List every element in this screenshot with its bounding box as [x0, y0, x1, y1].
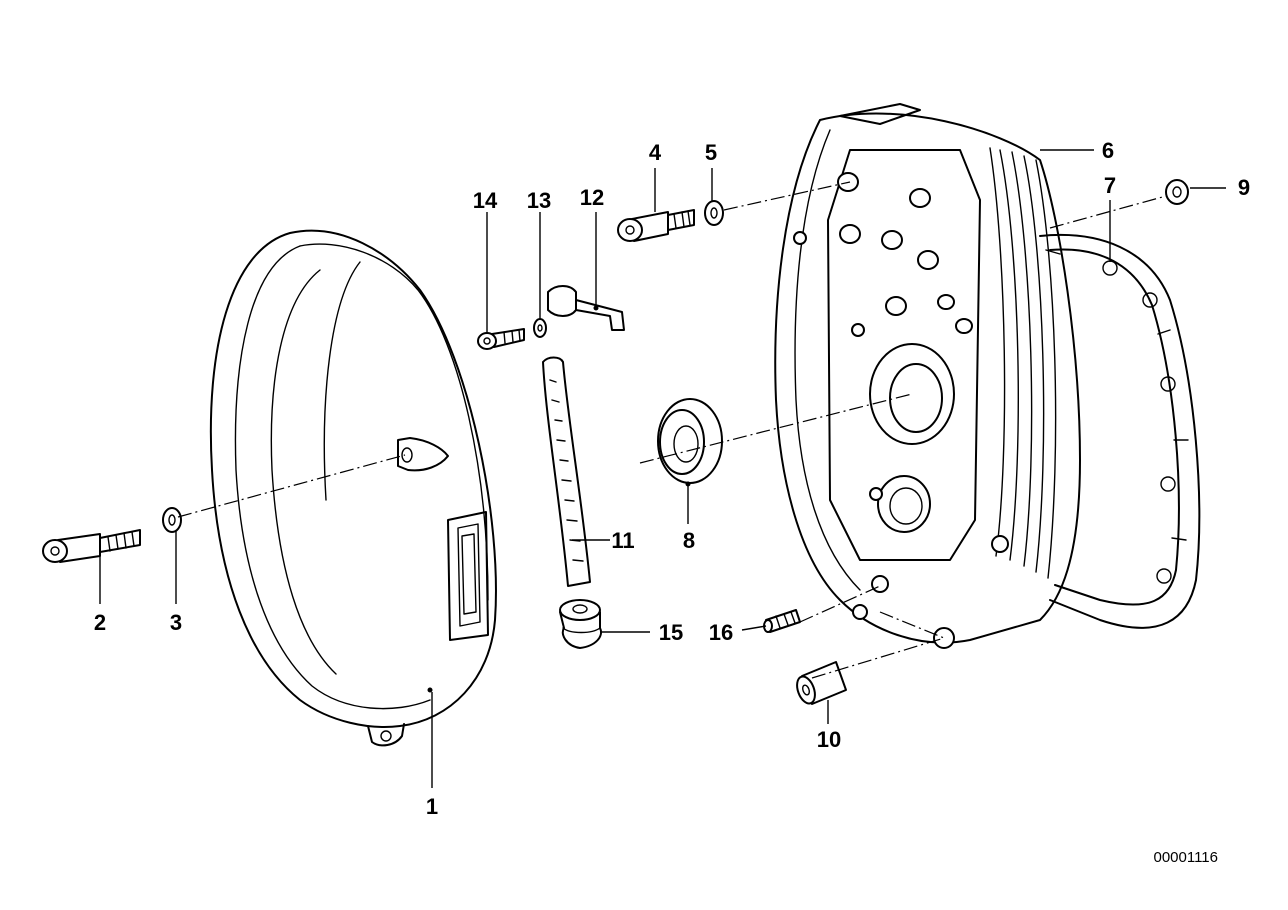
- callout-4: 4: [649, 140, 662, 165]
- cap-screw-illustration: [42, 529, 141, 563]
- callout-13: 13: [527, 188, 551, 213]
- small-washer-illustration: [533, 318, 547, 338]
- nut-illustration: [1165, 179, 1189, 205]
- leader-lines: [99, 149, 1226, 788]
- washer-illustration: [162, 507, 182, 533]
- dowel-pin-illustration: [763, 609, 801, 633]
- sleeve-illustration: [796, 661, 847, 705]
- hose-illustration: [542, 356, 591, 587]
- callout-16: 16: [709, 620, 733, 645]
- callout-2: 2: [94, 610, 106, 635]
- callout-11: 11: [611, 528, 634, 553]
- shaft-seal-illustration: [657, 398, 723, 487]
- cap-screw-illustration-upper: [617, 209, 695, 242]
- callout-12: 12: [580, 185, 604, 210]
- callout-1: 1: [426, 794, 438, 819]
- callout-15: 15: [659, 620, 683, 645]
- gasket-illustration: [1039, 234, 1201, 629]
- assembly-axis-lines: [177, 181, 1167, 679]
- diagram-reference-number: 00001116: [1153, 849, 1218, 866]
- callout-labels: 1 2 3 4 5 6 7 8 9 10 11 12 13 14 15 16: [94, 138, 1250, 819]
- callout-10: 10: [817, 727, 841, 752]
- bracket-illustration: [547, 285, 625, 331]
- callout-7: 7: [1104, 173, 1116, 198]
- grommet-illustration: [559, 599, 602, 649]
- callout-8: 8: [683, 528, 695, 553]
- callout-3: 3: [170, 610, 182, 635]
- callout-9: 9: [1238, 175, 1250, 200]
- cylinder-head-illustration: [774, 103, 1081, 649]
- washer-illustration-upper: [704, 200, 724, 226]
- screw-illustration: [477, 328, 525, 350]
- callout-5: 5: [705, 140, 717, 165]
- callout-14: 14: [473, 188, 498, 213]
- valve-cover-illustration: [209, 229, 497, 747]
- callout-6: 6: [1102, 138, 1114, 163]
